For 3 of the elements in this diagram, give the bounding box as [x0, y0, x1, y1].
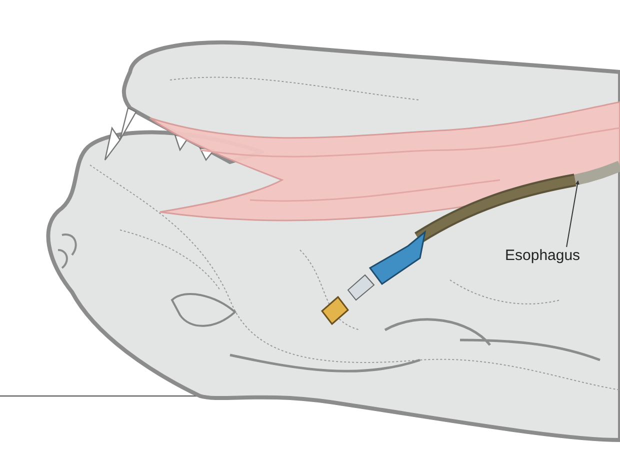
leader-line: [566, 180, 580, 248]
esophagus-drawing: [149, 101, 620, 222]
part-label: Esophagus: [505, 247, 580, 265]
